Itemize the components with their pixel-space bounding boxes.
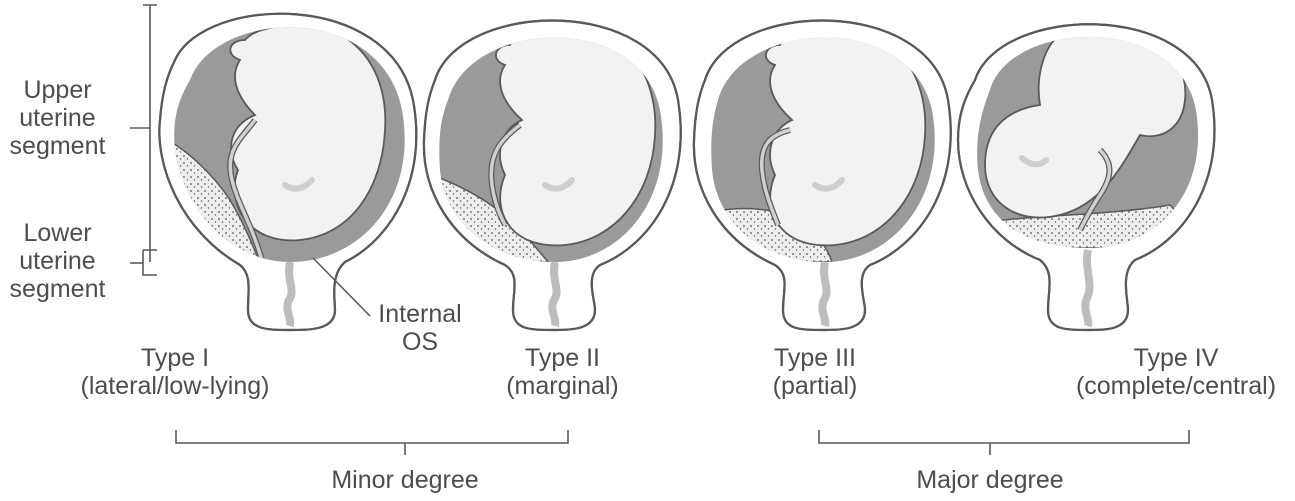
cervix <box>283 261 296 327</box>
type-4-desc: (complete/central) <box>1075 372 1277 400</box>
type-2-desc: (marginal) <box>506 372 619 400</box>
type-2-name: Type II <box>524 344 601 372</box>
uterus-type-4 <box>956 23 1216 332</box>
type-4-name: Type IV <box>1133 344 1219 372</box>
fetus <box>984 36 1187 219</box>
internal-os-pointer <box>312 257 371 317</box>
type-3-name: Type III <box>774 344 856 372</box>
major-degree-bracket <box>818 430 1190 455</box>
lower-segment-line-1: Lower <box>23 219 92 247</box>
type-4-label: Type IV (complete/central) <box>1060 344 1292 400</box>
type-3-desc: (partial) <box>772 372 858 400</box>
uterus-type-1 <box>158 12 418 332</box>
uterus-type-3 <box>692 19 952 332</box>
minor-degree-bracket <box>175 430 569 455</box>
minor-degree-label: Minor degree <box>331 466 479 494</box>
fetus <box>765 37 927 247</box>
fetus <box>229 27 387 242</box>
type-1-name: Type I <box>140 344 210 372</box>
type-1-desc: (lateral/low-lying) <box>80 372 270 400</box>
upper-segment-line-3: segment <box>9 132 106 160</box>
cervix <box>1081 249 1094 327</box>
fetus <box>495 37 657 247</box>
type-1-label: Type I (lateral/low-lying) <box>50 344 300 400</box>
type-3-label: Type III (partial) <box>745 344 885 400</box>
major-degree-label: Major degree <box>916 466 1064 494</box>
upper-segment-line-2: uterine <box>19 104 96 132</box>
upper-segment-line-1: Upper <box>23 76 92 104</box>
internal-os-line-2: OS <box>401 328 439 356</box>
lower-segment-line-2: uterine <box>19 247 96 275</box>
internal-os-label: Internal OS <box>365 300 475 356</box>
uterus-type-2 <box>422 19 682 332</box>
lower-uterine-segment-label: Lower uterine segment <box>0 219 115 303</box>
segment-bracket <box>130 4 157 276</box>
cervix <box>548 261 561 327</box>
internal-os-line-1: Internal <box>378 300 462 328</box>
type-2-label: Type II (marginal) <box>475 344 650 400</box>
lower-segment-line-3: segment <box>9 275 106 303</box>
upper-uterine-segment-label: Upper uterine segment <box>0 76 115 160</box>
cervix <box>818 261 831 327</box>
